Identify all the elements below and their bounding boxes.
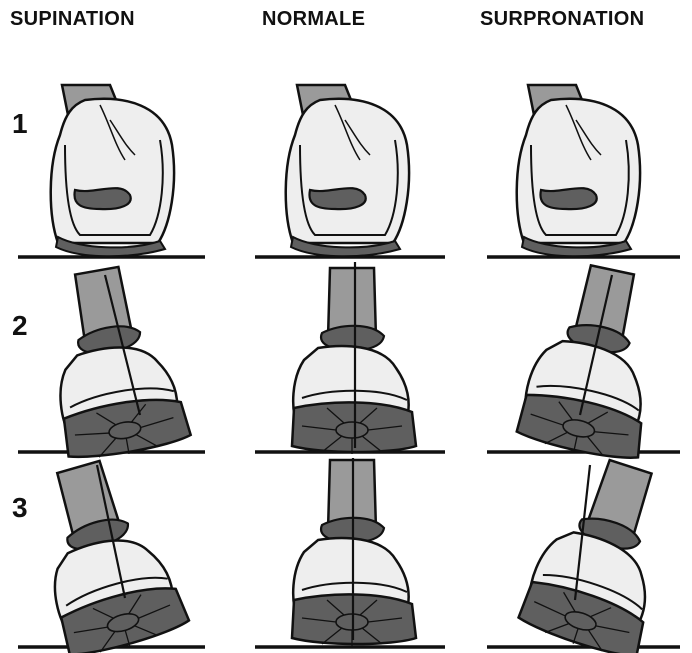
foot-row3-normale xyxy=(292,458,416,646)
foot-row1-normale xyxy=(286,85,409,256)
foot-row3-supination xyxy=(21,449,191,653)
foot-row3-surpronation xyxy=(516,448,691,653)
foot-row1-supination xyxy=(51,85,174,256)
foot-row1-surpronation xyxy=(517,85,640,256)
foot-row2-supination xyxy=(38,260,192,465)
foot-row2-surpronation xyxy=(515,257,675,465)
foot-row2-normale xyxy=(292,262,416,454)
